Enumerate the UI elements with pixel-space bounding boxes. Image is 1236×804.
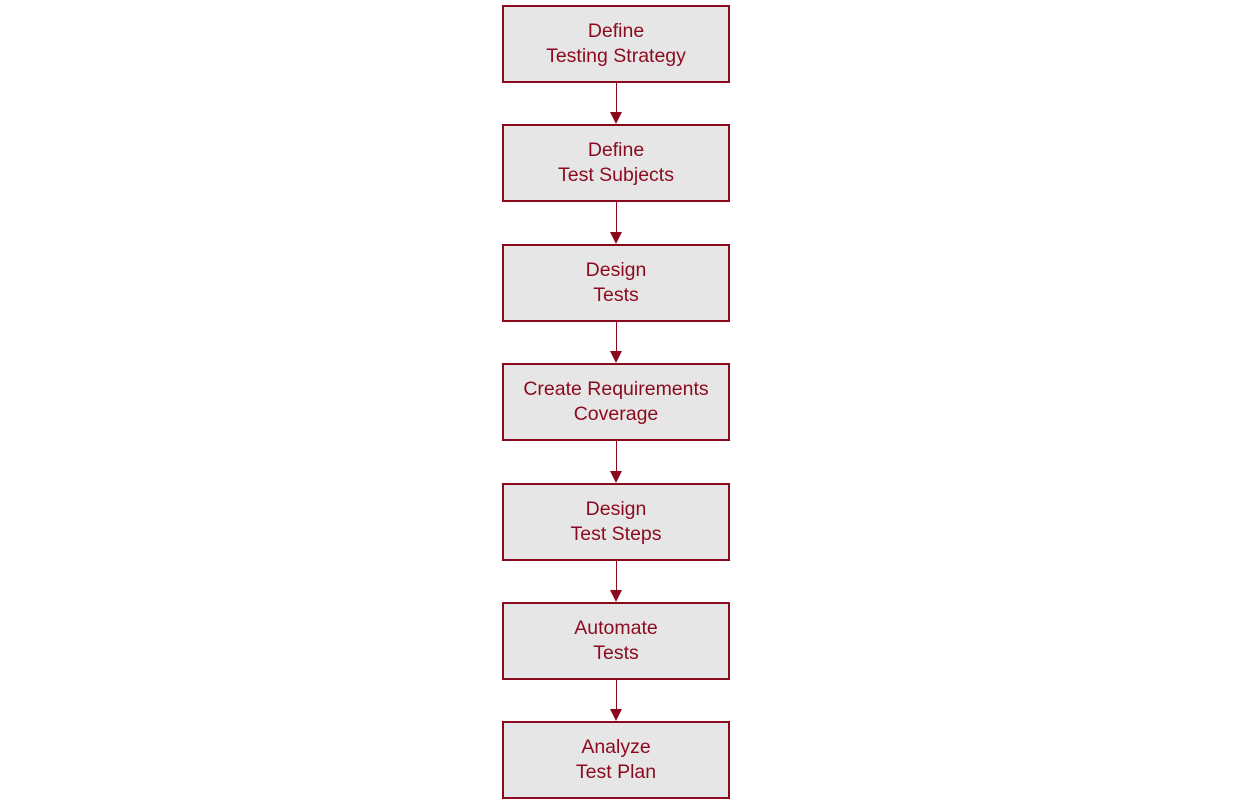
step-label-line1: Design [585,497,647,520]
step-label-line1: Analyze [581,735,651,758]
step-label-line2: Tests [593,642,639,664]
step-label-line1: Define [587,19,645,42]
arrow-down-icon [610,441,623,483]
step-label-line2: Test Plan [575,761,657,783]
step-design-test-steps: Design Test Steps [502,483,730,561]
step-define-test-subjects: Define Test Subjects [502,124,730,202]
arrow-down-icon [610,322,623,363]
arrow-down-icon [610,680,623,721]
step-analyze-test-plan: Analyze Test Plan [502,721,730,799]
step-label-line1: Create Requirements [523,377,709,400]
step-label-line2: Testing Strategy [546,45,686,67]
arrow-down-icon [610,561,623,602]
step-label-line1: Define [587,138,645,161]
step-label-line2: Test Steps [570,523,662,545]
step-design-tests: Design Tests [502,244,730,322]
step-label-line2: Test Subjects [558,164,674,186]
step-define-testing-strategy: Define Testing Strategy [502,5,730,83]
arrow-down-icon [610,202,623,244]
step-automate-tests: Automate Tests [502,602,730,680]
step-label-line1: Design [585,258,647,281]
step-label-line2: Tests [593,284,639,306]
step-create-requirements-coverage: Create Requirements Coverage [502,363,730,441]
step-label-line2: Coverage [573,403,659,425]
arrow-down-icon [610,82,623,124]
step-label-line1: Automate [574,616,658,639]
